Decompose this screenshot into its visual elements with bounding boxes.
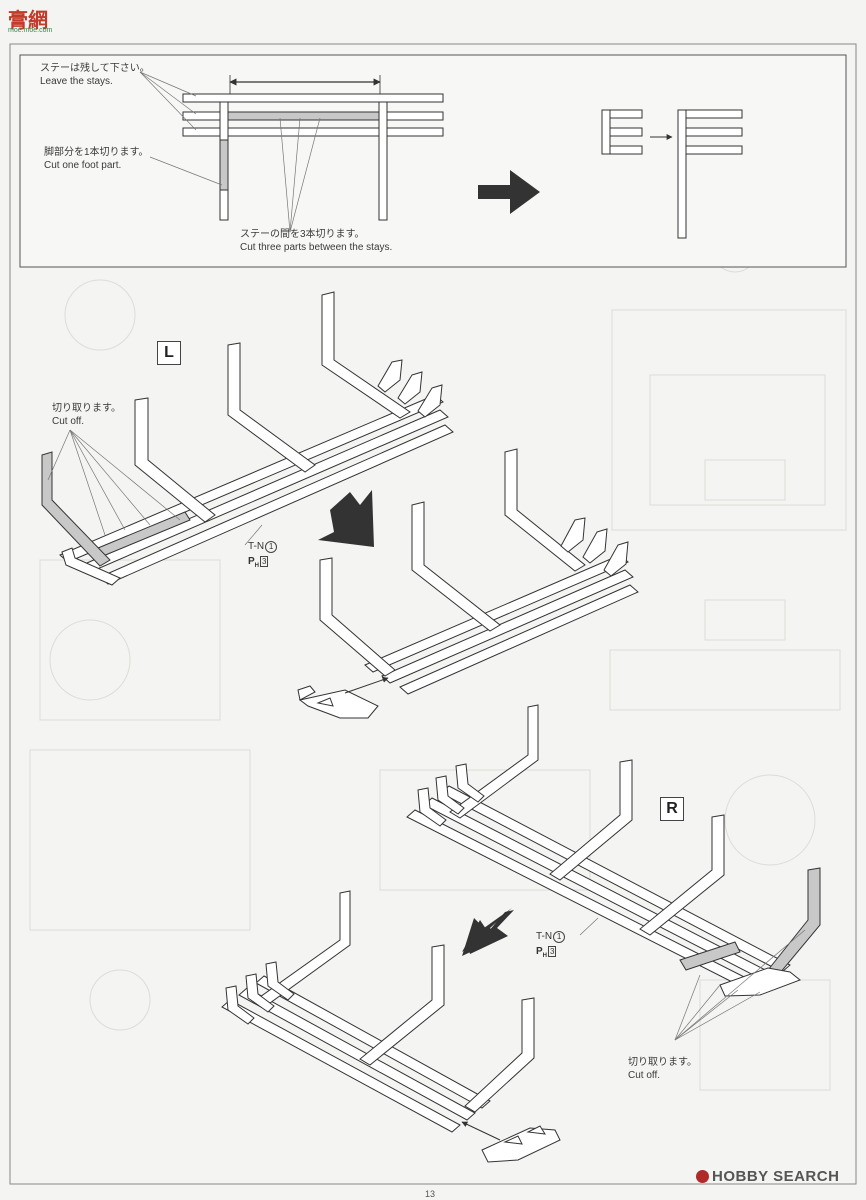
cut-between-label: ステーの間を3本切ります。 Cut three parts between th… bbox=[240, 228, 392, 254]
right-cut-off-label: 切り取ります。 Cut off. bbox=[628, 1056, 697, 1082]
right-paint-num: 3 bbox=[548, 946, 557, 957]
right-cut-piece bbox=[481, 1125, 561, 1163]
cut-foot-label: 脚部分を1本切ります。 Cut one foot part. bbox=[44, 146, 149, 172]
watermark-url: moe.moe.com bbox=[8, 27, 53, 34]
right-cut-off-en: Cut off. bbox=[628, 1070, 661, 1081]
right-part-code: T-N bbox=[536, 931, 553, 942]
cut-foot-jp: 脚部分を1本切ります。 bbox=[44, 147, 149, 158]
inset-big-arrow bbox=[478, 170, 540, 214]
leave-stays-jp: ステーは残して下さい。 bbox=[40, 63, 150, 74]
watermark-hobby-search-icon bbox=[696, 1170, 709, 1183]
watermark-logo: 膏網 bbox=[8, 4, 48, 33]
left-step-arrow bbox=[318, 490, 374, 547]
left-paint-num: 3 bbox=[260, 556, 269, 567]
right-rack-after bbox=[221, 890, 535, 1133]
right-paint-icon: PH bbox=[536, 946, 548, 959]
page-frame bbox=[9, 43, 857, 1185]
cut-foot-en: Cut one foot part. bbox=[44, 160, 122, 171]
left-part-code: T-N bbox=[248, 541, 265, 552]
left-cut-piece bbox=[297, 685, 379, 719]
inset-cut-pieces bbox=[601, 109, 643, 155]
left-rack-after bbox=[319, 448, 639, 695]
cut-between-en: Cut three parts between the stays. bbox=[240, 242, 393, 253]
left-cut-off-label: 切り取ります。 Cut off. bbox=[52, 402, 121, 428]
right-part-num: 1 bbox=[553, 931, 566, 943]
left-cut-off-en: Cut off. bbox=[52, 416, 85, 427]
leave-stays-label: ステーは残して下さい。 Leave the stays. bbox=[40, 62, 150, 88]
watermark-hobby-search: HOBBY SEARCH bbox=[712, 1168, 840, 1185]
right-rack-before bbox=[406, 704, 821, 997]
left-part-num: 1 bbox=[265, 541, 278, 553]
inset-frame-before bbox=[182, 93, 444, 221]
leave-stays-en: Leave the stays. bbox=[40, 76, 113, 87]
left-paint-icon: PH bbox=[248, 556, 260, 569]
left-rack-before bbox=[41, 291, 454, 586]
left-cut-off-jp: 切り取ります。 bbox=[52, 403, 121, 414]
inset-frame-after bbox=[677, 109, 743, 239]
right-cut-off-jp: 切り取ります。 bbox=[628, 1057, 697, 1068]
right-badge: R bbox=[660, 797, 684, 821]
cut-between-jp: ステーの間を3本切ります。 bbox=[240, 229, 365, 240]
watermark-chars: 膏網 bbox=[8, 10, 48, 32]
page-number: 13 bbox=[425, 1189, 436, 1199]
left-badge: L bbox=[157, 341, 181, 365]
